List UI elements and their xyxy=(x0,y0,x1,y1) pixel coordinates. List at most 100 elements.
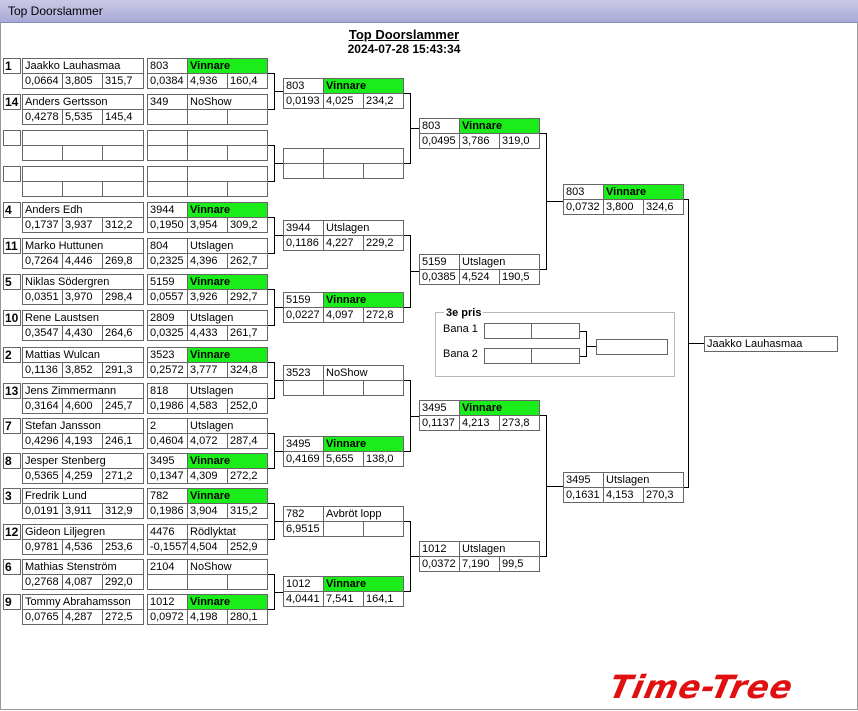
r1-match-et[interactable] xyxy=(187,181,228,197)
driver-name[interactable]: Stefan Jansson xyxy=(22,418,144,434)
driver-name[interactable] xyxy=(22,130,144,146)
r1-match-num[interactable]: 2809 xyxy=(147,310,188,326)
r1-match-rt[interactable] xyxy=(147,145,188,161)
driver-et[interactable]: 4,536 xyxy=(62,539,103,555)
r2-match-et[interactable]: 7,541 xyxy=(323,591,364,607)
r2-match-speed[interactable]: 164,1 xyxy=(363,591,404,607)
champion-cell[interactable]: Jaakko Lauhasmaa xyxy=(704,336,838,352)
driver-rt[interactable]: 0,4296 xyxy=(22,433,63,449)
r1-match-result[interactable]: Utslagen xyxy=(187,383,268,399)
r2-match-rt[interactable] xyxy=(283,380,324,396)
r1-match-result[interactable]: NoShow xyxy=(187,94,268,110)
driver-speed[interactable]: 271,2 xyxy=(102,468,144,484)
r3-match-speed[interactable]: 319,0 xyxy=(499,133,540,149)
driver-rt[interactable]: 0,0351 xyxy=(22,289,63,305)
driver-et[interactable]: 4,259 xyxy=(62,468,103,484)
driver-name[interactable]: Anders Edh xyxy=(22,202,144,218)
r2-match-rt[interactable]: 4,0441 xyxy=(283,591,324,607)
final-match-result[interactable]: Utslagen xyxy=(603,472,684,488)
driver-et[interactable]: 3,970 xyxy=(62,289,103,305)
r1-match-speed[interactable] xyxy=(227,181,268,197)
driver-name[interactable]: Mattias Wulcan xyxy=(22,347,144,363)
r1-match-result[interactable]: Utslagen xyxy=(187,418,268,434)
r1-match-et[interactable]: 4,396 xyxy=(187,253,228,269)
r2-match-result[interactable]: Vinnare xyxy=(323,292,404,308)
r2-match-rt[interactable]: 0,0193 xyxy=(283,93,324,109)
driver-name[interactable]: Anders Gertsson xyxy=(22,94,144,110)
driver-speed[interactable]: 298,4 xyxy=(102,289,144,305)
r3-match-rt[interactable]: 0,0385 xyxy=(419,269,460,285)
final-match-speed[interactable]: 324,6 xyxy=(643,199,684,215)
r1-match-result[interactable]: Utslagen xyxy=(187,310,268,326)
r1-match-speed[interactable]: 262,7 xyxy=(227,253,268,269)
r2-match-num[interactable]: 1012 xyxy=(283,576,324,592)
r1-match-num[interactable]: 4476 xyxy=(147,524,188,540)
r3-match-et[interactable]: 3,786 xyxy=(459,133,500,149)
r2-match-num[interactable]: 3523 xyxy=(283,365,324,381)
r1-match-result[interactable] xyxy=(187,130,268,146)
driver-name[interactable]: Gideon Liljegren xyxy=(22,524,144,540)
r3-match-num[interactable]: 1012 xyxy=(419,541,460,557)
driver-speed[interactable]: 264,6 xyxy=(102,325,144,341)
r3-match-et[interactable]: 4,524 xyxy=(459,269,500,285)
r1-match-speed[interactable]: 324,8 xyxy=(227,362,268,378)
r1-match-rt[interactable]: 0,2572 xyxy=(147,362,188,378)
r1-match-speed[interactable]: 252,9 xyxy=(227,539,268,555)
r1-match-num[interactable]: 349 xyxy=(147,94,188,110)
driver-speed[interactable]: 145,4 xyxy=(102,109,144,125)
driver-et[interactable]: 4,446 xyxy=(62,253,103,269)
r1-match-num[interactable]: 2104 xyxy=(147,559,188,575)
driver-rt[interactable]: 0,9781 xyxy=(22,539,63,555)
r1-match-rt[interactable]: 0,4604 xyxy=(147,433,188,449)
driver-rt[interactable]: 0,0664 xyxy=(22,73,63,89)
r2-match-et[interactable]: 5,655 xyxy=(323,451,364,467)
driver-name[interactable]: Jaakko Lauhasmaa xyxy=(22,58,144,74)
driver-rt[interactable] xyxy=(22,181,63,197)
driver-speed[interactable]: 269,8 xyxy=(102,253,144,269)
r1-match-speed[interactable]: 160,4 xyxy=(227,73,268,89)
r2-match-num[interactable]: 3495 xyxy=(283,436,324,452)
driver-rt[interactable]: 0,3164 xyxy=(22,398,63,414)
r1-match-result[interactable] xyxy=(187,166,268,182)
final-match-et[interactable]: 4,153 xyxy=(603,487,644,503)
r1-match-et[interactable] xyxy=(187,145,228,161)
r1-match-num[interactable]: 3495 xyxy=(147,453,188,469)
r2-match-rt[interactable] xyxy=(283,163,324,179)
r3-match-et[interactable]: 7,190 xyxy=(459,556,500,572)
driver-et[interactable] xyxy=(62,181,103,197)
r2-match-speed[interactable]: 138,0 xyxy=(363,451,404,467)
r1-match-speed[interactable]: 292,7 xyxy=(227,289,268,305)
r1-match-speed[interactable] xyxy=(227,145,268,161)
r1-match-rt[interactable]: 0,1986 xyxy=(147,503,188,519)
driver-name[interactable]: Jens Zimmermann xyxy=(22,383,144,399)
r1-match-result[interactable]: Utslagen xyxy=(187,238,268,254)
r1-match-et[interactable]: 4,309 xyxy=(187,468,228,484)
r1-match-rt[interactable] xyxy=(147,181,188,197)
r2-match-result[interactable]: NoShow xyxy=(323,365,404,381)
driver-et[interactable]: 4,600 xyxy=(62,398,103,414)
driver-name[interactable]: Fredrik Lund xyxy=(22,488,144,504)
r1-match-et[interactable]: 4,583 xyxy=(187,398,228,414)
driver-et[interactable]: 4,087 xyxy=(62,574,103,590)
r1-match-result[interactable]: NoShow xyxy=(187,559,268,575)
r2-match-speed[interactable]: 234,2 xyxy=(363,93,404,109)
r1-match-et[interactable] xyxy=(187,574,228,590)
r2-match-et[interactable]: 4,097 xyxy=(323,307,364,323)
driver-speed[interactable]: 272,5 xyxy=(102,609,144,625)
r2-match-rt[interactable]: 0,1186 xyxy=(283,235,324,251)
r2-match-num[interactable]: 803 xyxy=(283,78,324,94)
driver-speed[interactable] xyxy=(102,145,144,161)
driver-et[interactable]: 3,852 xyxy=(62,362,103,378)
bronze-lane1-res[interactable] xyxy=(531,323,580,339)
r2-match-speed[interactable] xyxy=(363,163,404,179)
r3-match-result[interactable]: Vinnare xyxy=(459,118,540,134)
r1-match-result[interactable]: Rödlyktat xyxy=(187,524,268,540)
r2-match-num[interactable]: 782 xyxy=(283,506,324,522)
r2-match-et[interactable]: 4,227 xyxy=(323,235,364,251)
driver-name[interactable]: Niklas Södergren xyxy=(22,274,144,290)
r3-match-num[interactable]: 803 xyxy=(419,118,460,134)
r1-match-num[interactable]: 804 xyxy=(147,238,188,254)
r1-match-speed[interactable] xyxy=(227,574,268,590)
r1-match-num[interactable]: 5159 xyxy=(147,274,188,290)
driver-rt[interactable]: 0,7264 xyxy=(22,253,63,269)
